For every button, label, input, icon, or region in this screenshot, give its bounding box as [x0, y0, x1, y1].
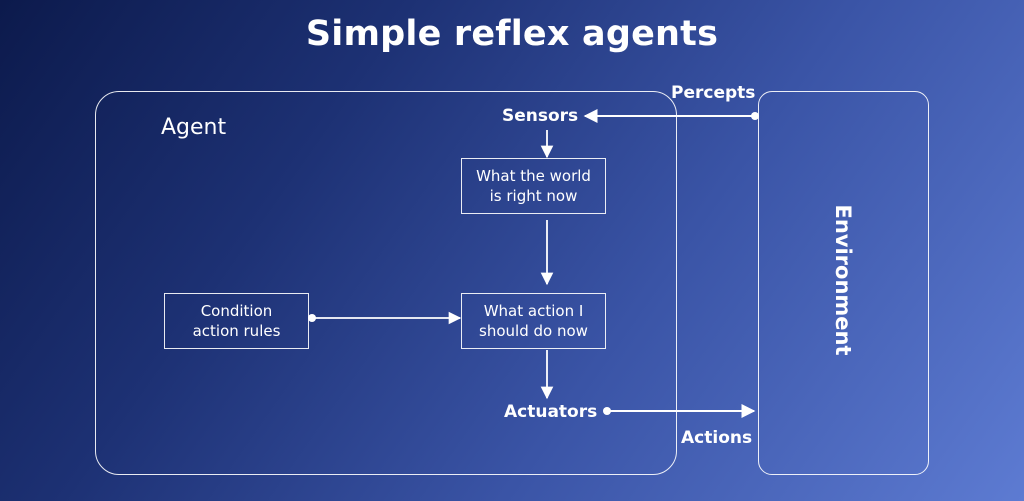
rules-text: Condition action rules	[192, 302, 281, 340]
actions-origin-dot	[603, 407, 611, 415]
world-state-node: What the world is right now	[461, 158, 606, 214]
percepts-label: Percepts	[671, 83, 756, 103]
agent-label: Agent	[161, 115, 227, 140]
action-choice-node: What action I should do now	[461, 293, 606, 349]
actuators-label: Actuators	[504, 402, 598, 422]
rules-node: Condition action rules	[164, 293, 309, 349]
environment-container	[758, 91, 929, 475]
action-choice-text: What action I should do now	[479, 302, 588, 340]
percepts-origin-dot	[751, 112, 759, 120]
sensors-label: Sensors	[502, 106, 579, 126]
agent-container	[95, 91, 677, 475]
diagram-title: Simple reflex agents	[305, 14, 719, 54]
actions-label: Actions	[681, 428, 753, 448]
world-state-text: What the world is right now	[476, 167, 591, 205]
rules-origin-dot	[308, 314, 316, 322]
